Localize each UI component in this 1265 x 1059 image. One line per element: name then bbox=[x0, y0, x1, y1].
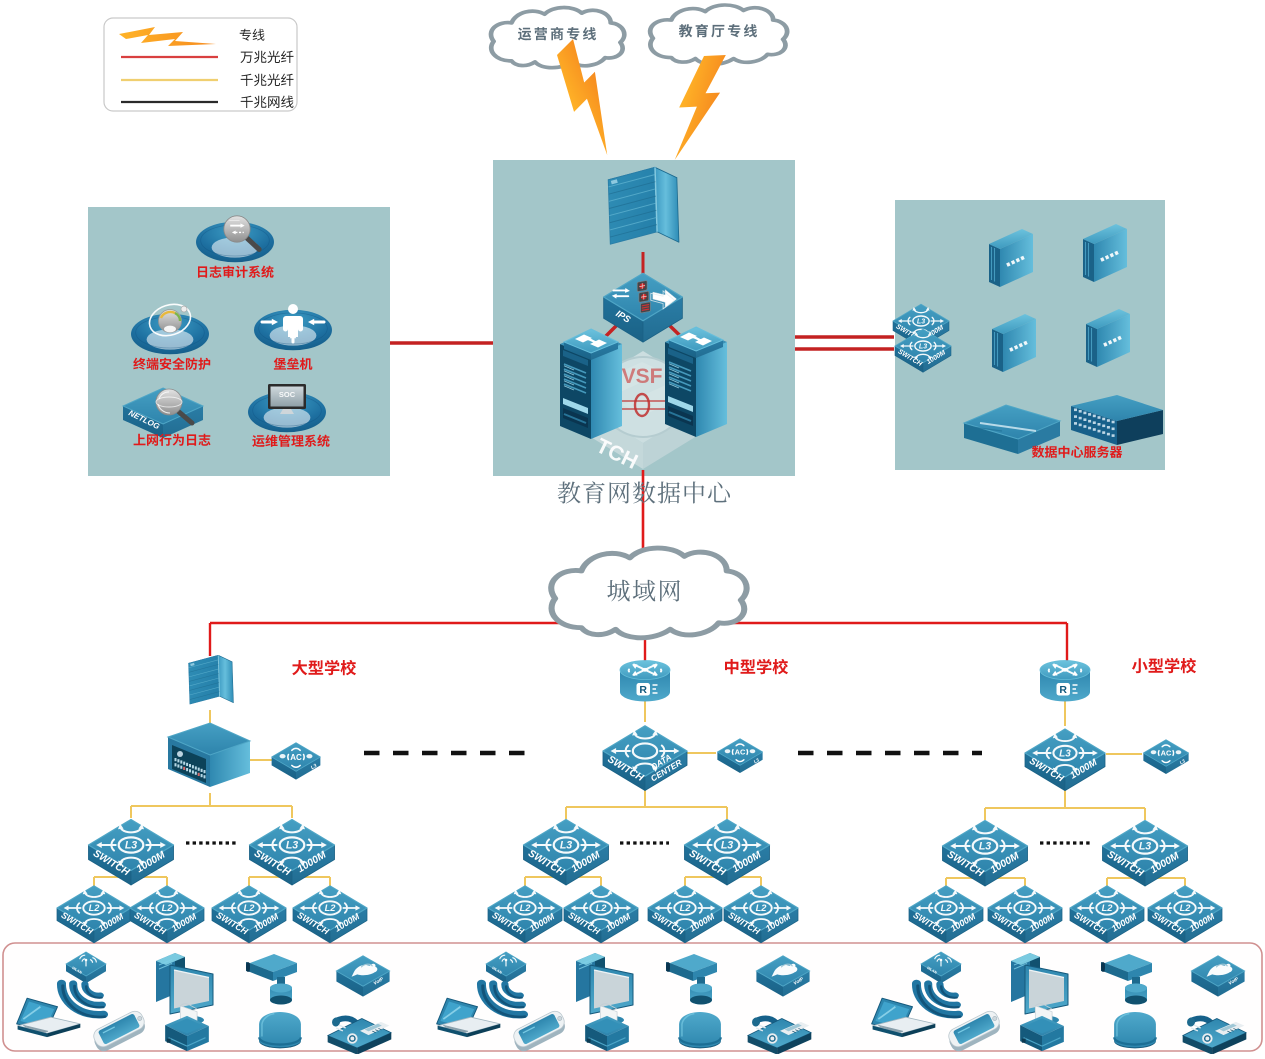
svg-text:L2: L2 bbox=[756, 903, 768, 913]
svg-text:L3: L3 bbox=[919, 343, 927, 350]
svg-text:L3: L3 bbox=[721, 840, 733, 852]
svg-text:VoIP: VoIP bbox=[373, 976, 386, 987]
svg-text:VoIP: VoIP bbox=[793, 976, 806, 987]
svg-text:L2: L2 bbox=[162, 903, 174, 913]
svg-text:WLAN: WLAN bbox=[491, 966, 503, 975]
svg-text:L2: L2 bbox=[520, 903, 532, 913]
svg-text:L2: L2 bbox=[941, 903, 953, 913]
svg-text:L3: L3 bbox=[979, 841, 991, 853]
svg-text:AC: AC bbox=[290, 753, 302, 762]
svg-text:AC: AC bbox=[735, 748, 746, 757]
svg-text:L2: L2 bbox=[325, 903, 337, 913]
svg-text:VSF: VSF bbox=[622, 365, 663, 388]
svg-text:VoIP: VoIP bbox=[1228, 976, 1241, 987]
svg-text:R: R bbox=[1059, 684, 1067, 696]
svg-text:L3: L3 bbox=[1139, 841, 1151, 853]
svg-text:SOC: SOC bbox=[279, 390, 296, 399]
svg-text:L2: L2 bbox=[1020, 903, 1032, 913]
svg-text:AC: AC bbox=[1161, 749, 1172, 758]
svg-text:L3: L3 bbox=[917, 318, 925, 325]
svg-text:L2: L2 bbox=[89, 903, 101, 913]
svg-text:L3: L3 bbox=[125, 840, 137, 852]
svg-text:L3: L3 bbox=[1179, 758, 1187, 765]
svg-text:L3: L3 bbox=[1059, 748, 1071, 759]
svg-text:WLAN: WLAN bbox=[71, 966, 83, 975]
svg-text:R: R bbox=[639, 684, 647, 696]
svg-text:L2: L2 bbox=[596, 903, 608, 913]
svg-text:L2: L2 bbox=[1180, 903, 1192, 913]
svg-text:L3: L3 bbox=[286, 840, 298, 852]
svg-text:L3: L3 bbox=[560, 840, 572, 852]
svg-text:L2: L2 bbox=[1102, 903, 1114, 913]
svg-text:L2: L2 bbox=[244, 903, 256, 913]
svg-text:L3: L3 bbox=[310, 763, 318, 771]
svg-text:WLAN: WLAN bbox=[926, 966, 938, 975]
svg-text:L3: L3 bbox=[753, 757, 761, 764]
svg-text:L2: L2 bbox=[680, 903, 692, 913]
